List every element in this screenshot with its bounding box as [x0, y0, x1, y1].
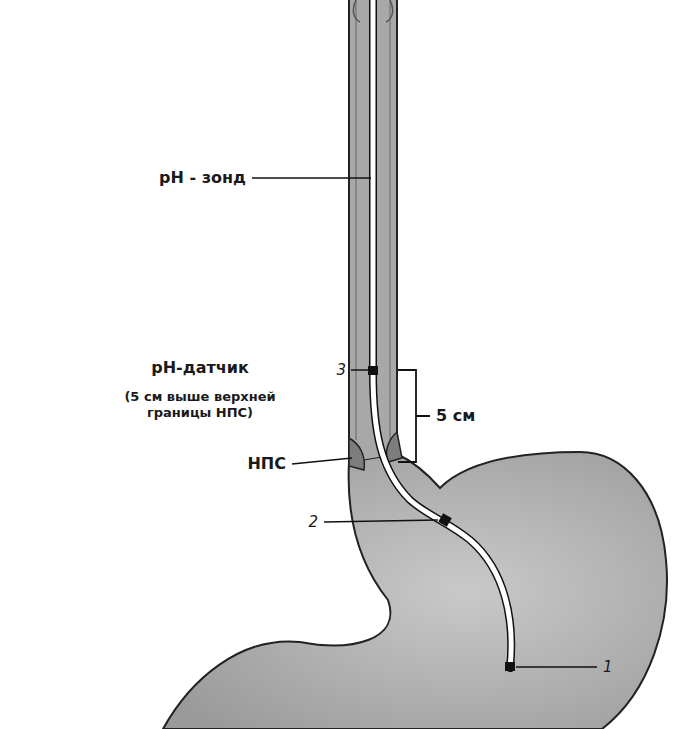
esophagus-wall [396, 0, 398, 454]
ph-sensor [438, 513, 452, 527]
sensor-note: (5 см выше верхней границы НПС) [108, 389, 293, 420]
leader-line [516, 666, 597, 668]
leader-line [252, 177, 371, 179]
ph-sensor [505, 662, 515, 671]
sensor-label: pH-датчик [151, 358, 249, 377]
leader-line [292, 458, 352, 464]
sphincter-label: НПС [247, 454, 286, 473]
probe-label: pH - зонд [159, 168, 246, 187]
dimension-label: 5 см [436, 406, 475, 425]
leader-line [324, 520, 438, 522]
leader-line [351, 369, 368, 371]
callout-number: 3 [336, 361, 346, 379]
esophagus-wall [348, 0, 350, 462]
ph-probe-core [373, 0, 511, 668]
ph-probe [373, 0, 511, 668]
callout-number: 1 [603, 658, 613, 676]
ph-sensor [368, 366, 378, 375]
dimension-bracket [398, 370, 430, 462]
callout-number: 2 [308, 513, 318, 531]
stomach-outline [163, 452, 667, 729]
